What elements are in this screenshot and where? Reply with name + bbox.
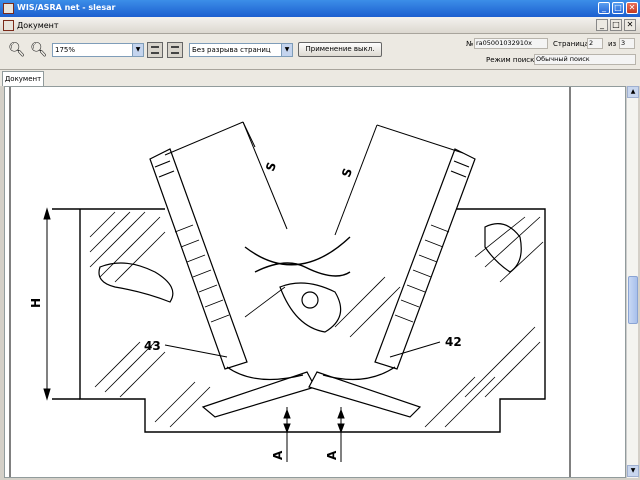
number-field[interactable]: ra05001032910x	[474, 38, 548, 49]
dimension-lines	[43, 121, 464, 462]
close-button[interactable]: ✕	[626, 2, 638, 14]
document-title: Документ	[17, 21, 59, 30]
label-s-left: S	[263, 160, 279, 173]
toolbar: 🔍︎ 🔍︎ 175% ▼ Без разрыва страниц ▼ Приме…	[0, 34, 640, 70]
window-title: WIS/ASRA net - slesar	[17, 3, 116, 12]
page-mode-select[interactable]: Без разрыва страниц ▼	[189, 43, 293, 57]
scroll-down-icon[interactable]: ▼	[627, 465, 639, 477]
label-part-43: 43	[144, 339, 161, 353]
zoom-out-icon[interactable]: 🔍︎	[8, 42, 26, 58]
page-mode-value: Без разрыва страниц	[192, 46, 271, 54]
label-part-42: 42	[445, 335, 462, 349]
page-total-field: 3	[619, 38, 635, 49]
label-a-left: A	[271, 450, 285, 460]
scroll-up-icon[interactable]: ▲	[627, 86, 639, 98]
zoom-in-icon[interactable]: 🔍︎	[30, 42, 48, 58]
scroll-thumb[interactable]	[628, 276, 638, 324]
page-field[interactable]: 2	[587, 38, 603, 49]
cylinder-head-drawing: H S S A A 43 42	[9, 87, 571, 477]
doc-minimize-button[interactable]: _	[596, 19, 608, 31]
label-s-right: S	[339, 166, 355, 179]
zoom-value: 175%	[55, 46, 76, 54]
document-icon	[3, 20, 14, 31]
head-outline	[52, 208, 546, 433]
search-mode-label: Режим поиска	[486, 56, 539, 64]
number-label: №	[466, 40, 474, 48]
minimize-button[interactable]: _	[598, 2, 610, 14]
tab-bar: Документ	[0, 70, 640, 86]
label-a-right: A	[325, 450, 339, 460]
valve-left	[149, 148, 316, 418]
label-h: H	[29, 298, 43, 308]
doc-maximize-button[interactable]: □	[610, 19, 622, 31]
chevron-down-icon[interactable]: ▼	[281, 44, 292, 56]
zoom-select[interactable]: 175% ▼	[52, 43, 144, 57]
of-label: из	[608, 40, 617, 48]
valve-left-spring	[174, 224, 230, 323]
search-mode-field[interactable]: Обычный поиск	[534, 54, 636, 65]
chevron-down-icon[interactable]: ▼	[132, 44, 143, 56]
document-viewer[interactable]: H S S A A 43 42	[4, 86, 626, 478]
tab-document[interactable]: Документ	[2, 71, 44, 86]
hatching	[89, 211, 544, 428]
window-titlebar: WIS/ASRA net - slesar _ □ ✕	[0, 0, 640, 17]
document-titlebar: Документ _ □ ✕	[0, 17, 640, 34]
page-label: Страница	[553, 40, 589, 48]
valve-right	[308, 148, 476, 418]
app-icon	[3, 3, 14, 14]
ports	[98, 223, 522, 333]
page-view-button[interactable]	[147, 42, 163, 58]
vertical-scrollbar[interactable]: ▲ ▼	[626, 86, 639, 478]
maximize-button[interactable]: □	[612, 2, 624, 14]
doc-close-button[interactable]: ✕	[624, 19, 636, 31]
print-button[interactable]	[167, 42, 183, 58]
valve-right-spring	[394, 224, 450, 323]
apply-button[interactable]: Применение выкл.	[298, 42, 382, 57]
